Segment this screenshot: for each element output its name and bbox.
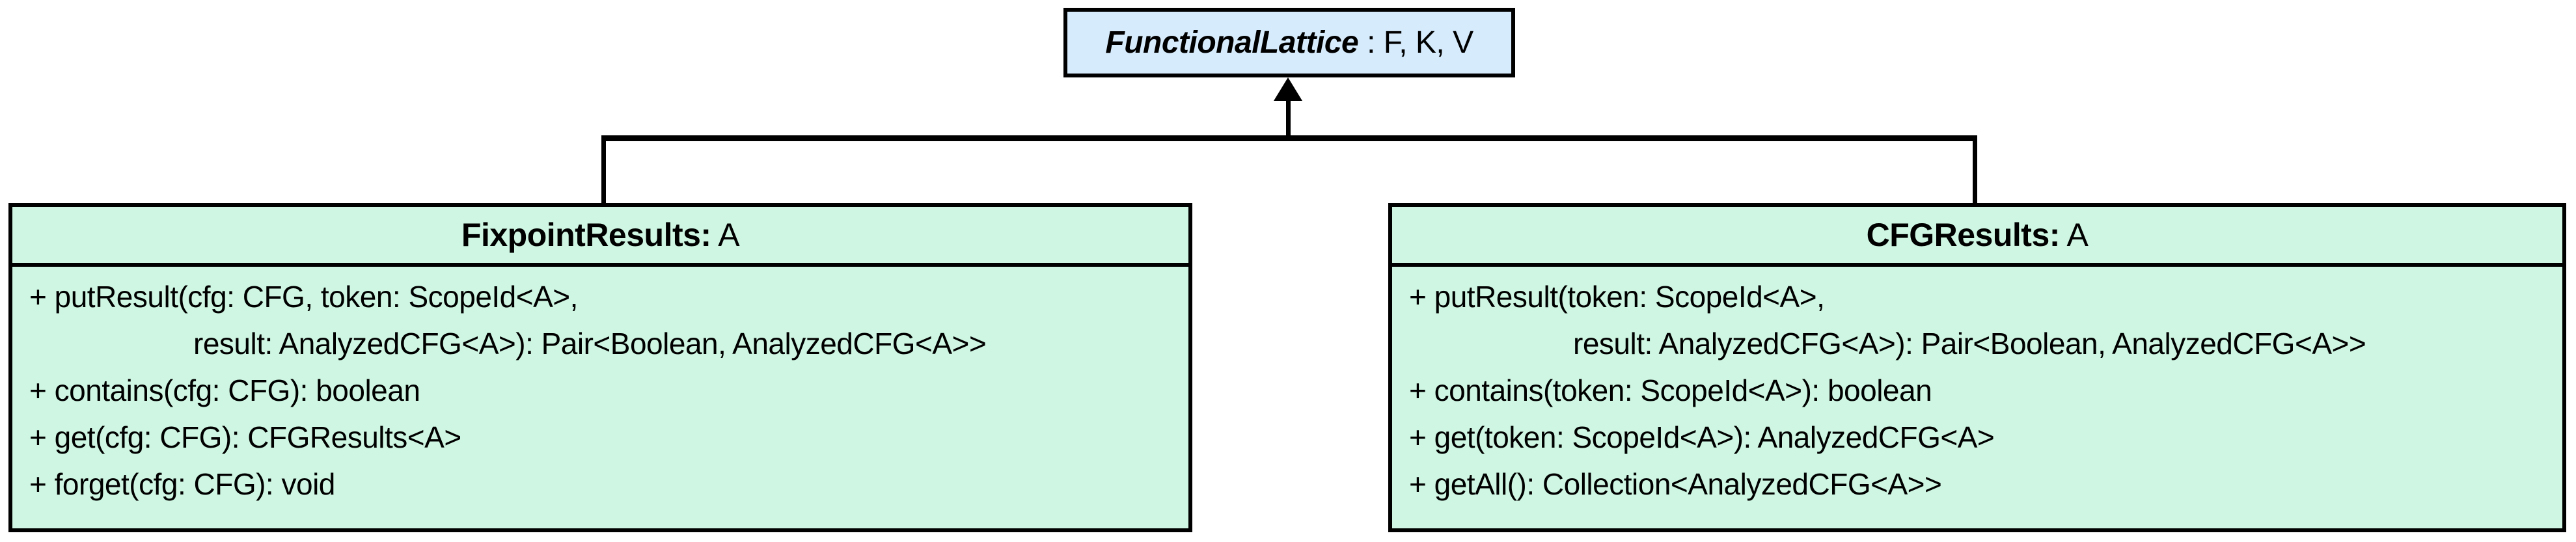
method-contains: + contains(cfg: CFG): boolean — [29, 373, 420, 407]
method-get: + get(token: ScopeId<A>): AnalyzedCFG<A> — [1409, 420, 1995, 454]
connector-left-drop — [601, 135, 606, 204]
method-put-result-continuation: result: AnalyzedCFG<A>): Pair<Boolean, A… — [193, 327, 987, 360]
method-contains: + contains(token: ScopeId<A>): boolean — [1409, 373, 1932, 407]
class-box-fixpoint-results: FixpointResults: A + putResult(cfg: CFG,… — [8, 203, 1192, 532]
method-forget: + forget(cfg: CFG): void — [29, 467, 335, 501]
class-box-cfg-results: CFGResults: A + putResult(token: ScopeId… — [1388, 203, 2566, 532]
method-get: + get(cfg: CFG): CFGResults<A> — [29, 420, 461, 454]
method-put-result: + putResult(cfg: CFG, token: ScopeId<A>, — [29, 280, 578, 314]
class-name: FixpointResults: — [461, 217, 711, 253]
inheritance-arrow-stem — [1286, 98, 1291, 141]
fixpoint-results-methods: + putResult(cfg: CFG, token: ScopeId<A>,… — [12, 267, 1188, 508]
inheritance-arrow-icon — [1274, 77, 1302, 101]
class-box-functional-lattice: FunctionalLattice : F, K, V — [1063, 8, 1515, 77]
parent-type-params: : F, K, V — [1358, 25, 1473, 60]
fixpoint-results-header: FixpointResults: A — [12, 207, 1188, 267]
cfg-results-methods: + putResult(token: ScopeId<A>, result: A… — [1392, 267, 2562, 508]
method-put-result-continuation: result: AnalyzedCFG<A>): Pair<Boolean, A… — [1573, 327, 2366, 360]
cfg-results-header: CFGResults: A — [1392, 207, 2562, 267]
method-get-all: + getAll(): Collection<AnalyzedCFG<A>> — [1409, 467, 1942, 501]
method-put-result: + putResult(token: ScopeId<A>, — [1409, 280, 1825, 314]
connector-horizontal-line — [601, 135, 1977, 141]
class-name: CFGResults: — [1866, 217, 2061, 253]
parent-class-name: FunctionalLattice — [1105, 25, 1359, 60]
connector-right-drop — [1973, 135, 1977, 204]
class-type-param: A — [711, 217, 740, 253]
class-type-param: A — [2059, 217, 2089, 253]
